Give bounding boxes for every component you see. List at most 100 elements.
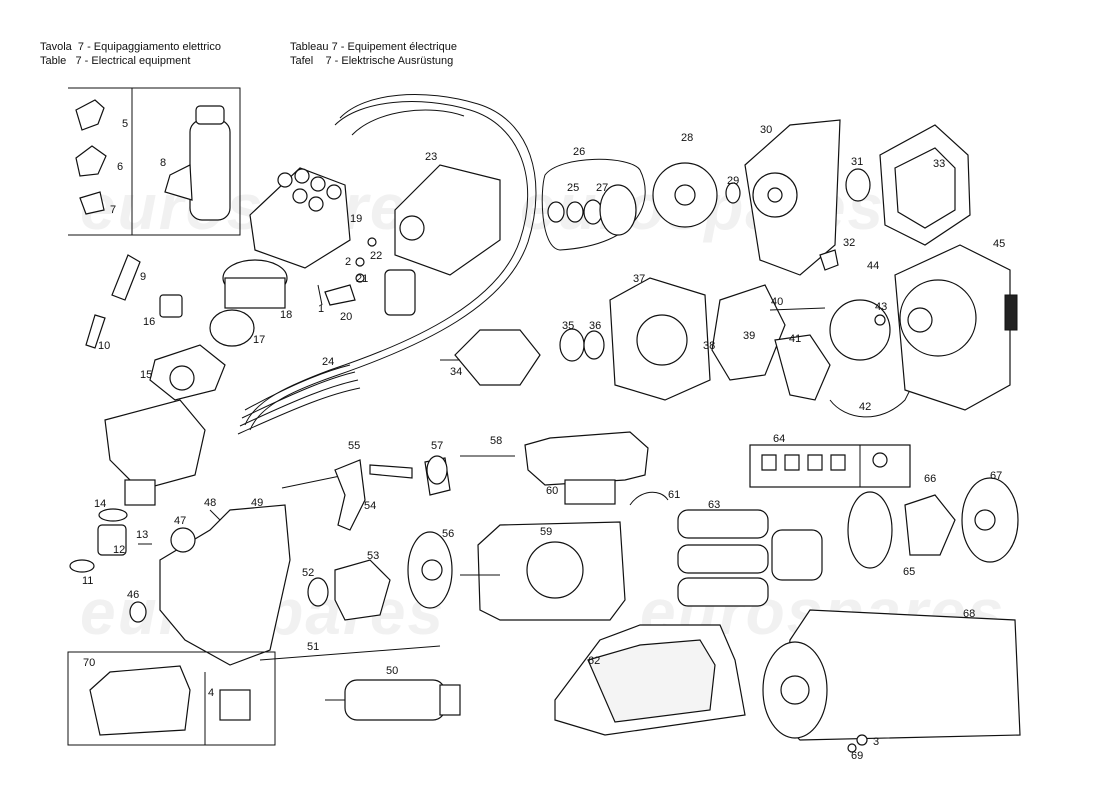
- callout-29: 29: [727, 175, 739, 187]
- callout-69: 69: [851, 750, 863, 762]
- callout-14: 14: [94, 498, 106, 510]
- callout-5: 5: [122, 118, 128, 130]
- starter-motor-part: [762, 609, 1021, 753]
- title-english: Table 7 - Electrical equipment: [40, 55, 191, 67]
- callout-54: 54: [364, 500, 376, 512]
- callout-7: 7: [110, 204, 116, 216]
- callout-65: 65: [903, 566, 915, 578]
- callout-66: 66: [924, 473, 936, 485]
- spark-plug-part: [85, 254, 141, 349]
- inset-box-ignition: [68, 87, 241, 236]
- callout-26: 26: [573, 146, 585, 158]
- callout-55: 55: [348, 440, 360, 452]
- callout-67: 67: [990, 470, 1002, 482]
- shift-fork-part: [281, 455, 515, 531]
- callout-10: 10: [98, 340, 110, 352]
- callout-1: 1: [318, 303, 324, 315]
- callout-28: 28: [681, 132, 693, 144]
- callout-16: 16: [143, 316, 155, 328]
- callout-70: 70: [83, 657, 95, 669]
- callout-31: 31: [851, 156, 863, 168]
- callout-35: 35: [562, 320, 574, 332]
- callout-9: 9: [140, 271, 146, 283]
- callout-27: 27: [596, 182, 608, 194]
- alternator-front-housing-part: [725, 119, 971, 276]
- callout-53: 53: [367, 550, 379, 562]
- callout-61: 61: [668, 489, 680, 501]
- regulator-inset: [67, 651, 276, 746]
- callout-62: 62: [588, 655, 600, 667]
- callout-18: 18: [280, 309, 292, 321]
- callout-48: 48: [204, 497, 216, 509]
- callout-47: 47: [174, 515, 186, 527]
- distributor-part: [244, 94, 537, 431]
- callout-labels: 5 6 7 8 23 19 22 2 21 20 1 18 17 16 15 9…: [82, 118, 1005, 762]
- callout-60: 60: [546, 485, 558, 497]
- starter-end-cap-part: [847, 477, 1019, 569]
- field-coils-part: [677, 509, 823, 607]
- terminal-clip-part: [75, 99, 105, 131]
- callout-57: 57: [431, 440, 443, 452]
- callout-50: 50: [386, 665, 398, 677]
- callout-49: 49: [251, 497, 263, 509]
- callout-22: 22: [370, 250, 382, 262]
- callout-56: 56: [442, 528, 454, 540]
- callout-25: 25: [567, 182, 579, 194]
- terminal-clip-part: [79, 191, 105, 215]
- callout-44: 44: [867, 260, 879, 272]
- callout-13: 13: [136, 529, 148, 541]
- callout-45: 45: [993, 238, 1005, 250]
- callout-15: 15: [140, 369, 152, 381]
- pinion-drive-part: [307, 531, 453, 621]
- cooling-fan-part: [652, 162, 718, 228]
- callout-68: 68: [963, 608, 975, 620]
- title-german: Tafel 7 - Elektrische Ausrüstung: [290, 55, 454, 67]
- terminal-clip-part: [75, 145, 107, 177]
- callout-40: 40: [771, 296, 783, 308]
- distributor-cap-part: [249, 167, 351, 269]
- callout-36: 36: [589, 320, 601, 332]
- pulley-belt-part: [541, 158, 646, 251]
- callout-37: 37: [633, 273, 645, 285]
- callout-24: 24: [322, 356, 334, 368]
- callout-30: 30: [760, 124, 772, 136]
- callout-41: 41: [789, 333, 801, 345]
- callout-42: 42: [859, 401, 871, 413]
- callout-43: 43: [875, 301, 887, 313]
- callout-12: 12: [113, 544, 125, 556]
- callout-33: 33: [933, 158, 945, 170]
- callout-4: 4: [208, 687, 214, 699]
- callout-52: 52: [302, 567, 314, 579]
- distributor-body-part: [149, 259, 288, 401]
- callout-39: 39: [743, 330, 755, 342]
- callout-38: 38: [703, 340, 715, 352]
- starter-yoke-part: [460, 521, 626, 621]
- callout-17: 17: [253, 334, 265, 346]
- callout-6: 6: [117, 161, 123, 173]
- callout-58: 58: [490, 435, 502, 447]
- distributor-housing-part: [69, 399, 206, 573]
- ignition-coil-part: [164, 105, 231, 221]
- callout-19: 19: [350, 213, 362, 225]
- callout-2: 2: [345, 256, 351, 268]
- callout-46: 46: [127, 589, 139, 601]
- callout-11: 11: [82, 575, 93, 587]
- callout-8: 8: [160, 157, 166, 169]
- brush-set-inset: [749, 444, 911, 488]
- callout-34: 34: [450, 366, 462, 378]
- callout-3: 3: [873, 736, 879, 748]
- callout-59: 59: [540, 526, 552, 538]
- callout-20: 20: [340, 311, 352, 323]
- callout-21: 21: [356, 273, 368, 285]
- alternator-assembly-part: [440, 244, 1018, 418]
- callout-64: 64: [773, 433, 785, 445]
- solenoid-part: [524, 431, 669, 506]
- title-french: Tableau 7 - Equipement électrique: [290, 41, 457, 53]
- title-italian: Tavola 7 - Equipaggiamento elettrico: [40, 41, 221, 53]
- starter-solenoid-part: [325, 679, 461, 721]
- callout-23: 23: [425, 151, 437, 163]
- starter-cover-part: [554, 624, 746, 736]
- callout-32: 32: [843, 237, 855, 249]
- callout-63: 63: [708, 499, 720, 511]
